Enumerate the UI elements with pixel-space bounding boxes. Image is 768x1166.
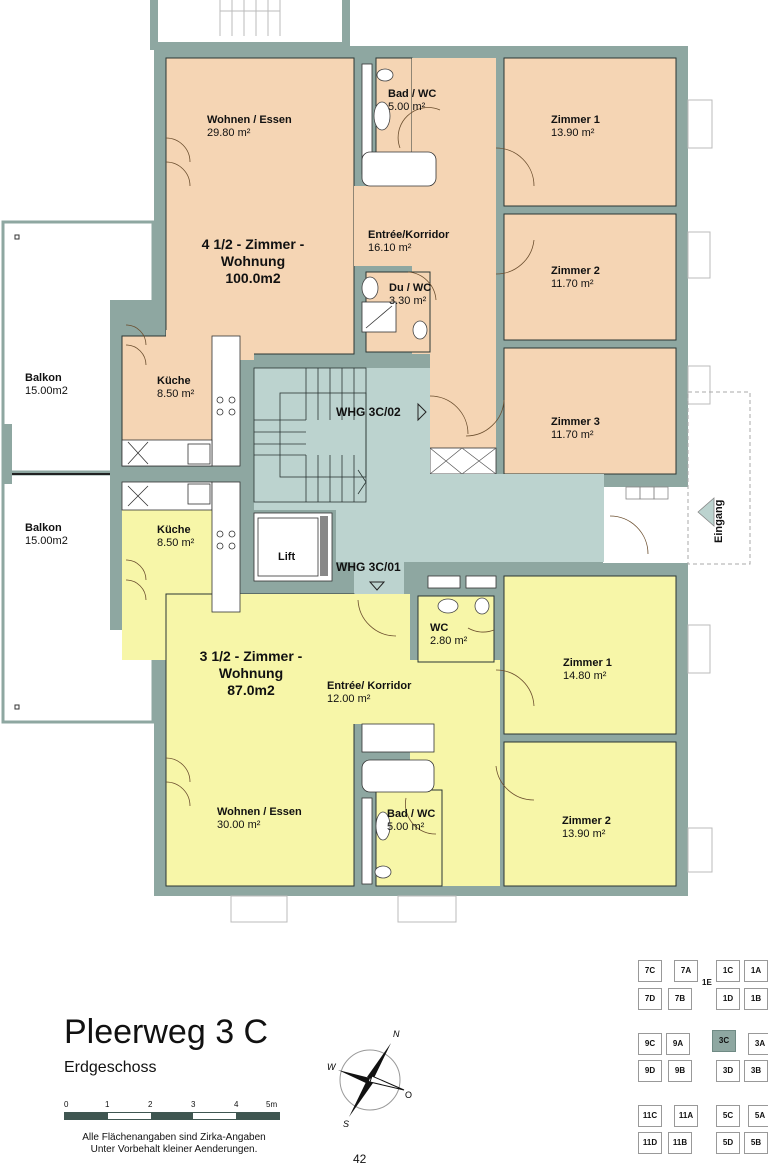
lift-label: Lift [278,551,296,563]
svg-text:W: W [327,1062,337,1072]
svg-text:S: S [343,1119,349,1129]
svg-text:N: N [393,1029,400,1039]
svg-text:O: O [405,1090,412,1100]
page-number: 42 [353,1152,367,1166]
floor-plan [1,0,751,923]
compass-icon: N W O S [327,1029,412,1129]
floor-subtitle: Erdgeschoss [64,1059,157,1076]
entrance-label: Eingang [713,499,725,543]
unit-marker-3c-02: WHG 3C/02 [336,405,401,419]
keymap-selected-unit: 3C [712,1030,736,1052]
scale-bar: 0 1 2 3 4 5m [64,1100,280,1120]
site-key-map: 7C 7A 1C 1A 7D 7B 1E 1D 1B 9C 9A 3C 3A 9… [630,955,768,1160]
page-title: Pleerweg 3 C [64,1013,269,1051]
unit-marker-3c-01: WHG 3C/01 [336,560,401,574]
exterior-stairs [219,0,281,36]
